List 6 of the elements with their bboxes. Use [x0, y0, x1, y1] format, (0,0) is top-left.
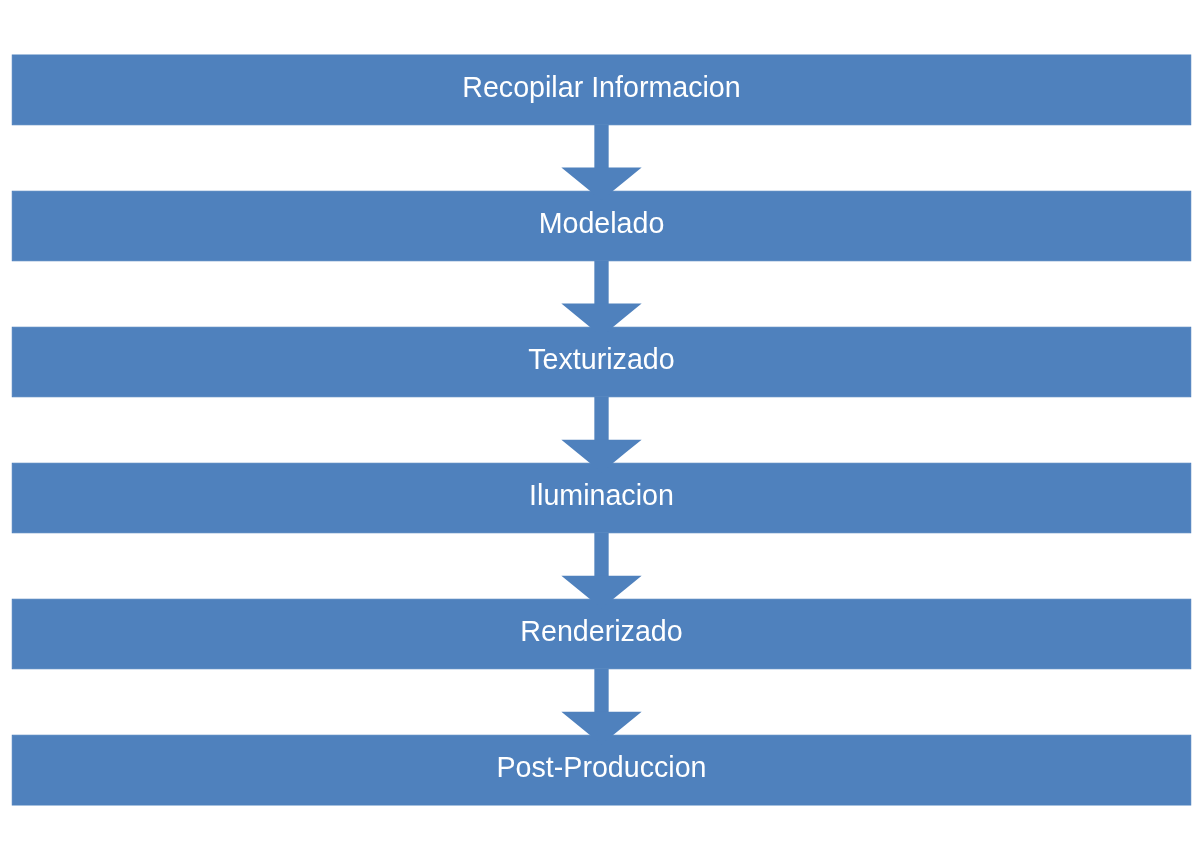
node-box: Iluminacion: [11, 462, 1192, 533]
node-box: Modelado: [11, 190, 1192, 261]
node-box: Post-Produccion: [11, 734, 1192, 805]
node-box: Texturizado: [11, 326, 1192, 397]
node-box: Recopilar Informacion: [11, 54, 1192, 125]
node-box: Renderizado: [11, 598, 1192, 669]
